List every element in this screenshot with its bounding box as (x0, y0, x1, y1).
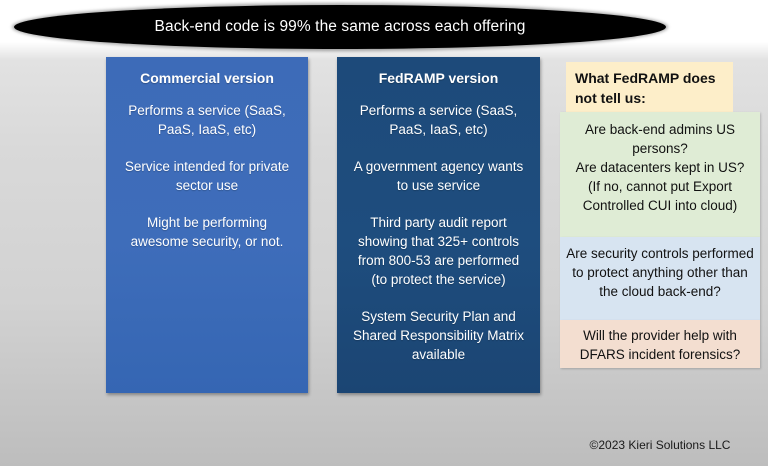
fedramp-version-card: FedRAMP version Performs a service (SaaS… (337, 57, 540, 393)
fedramp-gaps-heading-text: What FedRAMP does not tell us: (575, 70, 716, 106)
commercial-point-1: Performs a service (SaaS, PaaS, IaaS, et… (128, 103, 286, 137)
commercial-version-card: Commercial version Performs a service (S… (106, 57, 308, 393)
copyright-credit: ©2023 Kieri Solutions LLC (589, 438, 731, 452)
fedramp-point-4: System Security Plan and Shared Responsi… (352, 309, 525, 362)
commercial-point-2: Service intended for private sector use (124, 159, 290, 193)
note-box-personnel-datacenter: Are back-end admins US persons? Are data… (560, 112, 760, 237)
note-blue-line-1: Are security controls performed to prote… (566, 246, 754, 299)
fedramp-gaps-heading-box: What FedRAMP does not tell us: (566, 62, 733, 117)
commercial-point-3: Might be performing awesome security, or… (130, 215, 284, 249)
note-peach-line-1: Will the provider help with DFARS incide… (579, 328, 741, 362)
note-green-line-1: Are back-end admins US persons? (584, 122, 736, 156)
banner-ellipse-shape (14, 5, 666, 49)
fedramp-point-2: A government agency wants to use service (353, 159, 524, 193)
note-box-dfars-forensics: Will the provider help with DFARS incide… (560, 320, 760, 368)
note-green-line-3: (If no, cannot put Export Controlled CUI… (582, 179, 738, 213)
fedramp-point-1: Performs a service (SaaS, PaaS, IaaS, et… (359, 103, 518, 137)
fedramp-version-title: FedRAMP version (378, 70, 499, 86)
note-box-security-controls-scope: Are security controls performed to prote… (560, 237, 760, 320)
banner-title: Back-end code is 99% the same across eac… (154, 18, 526, 35)
commercial-version-title: Commercial version (140, 70, 274, 86)
note-green-line-2: Are datacenters kept in US? (575, 160, 745, 175)
fedramp-point-3: Third party audit report showing that 32… (357, 215, 520, 287)
